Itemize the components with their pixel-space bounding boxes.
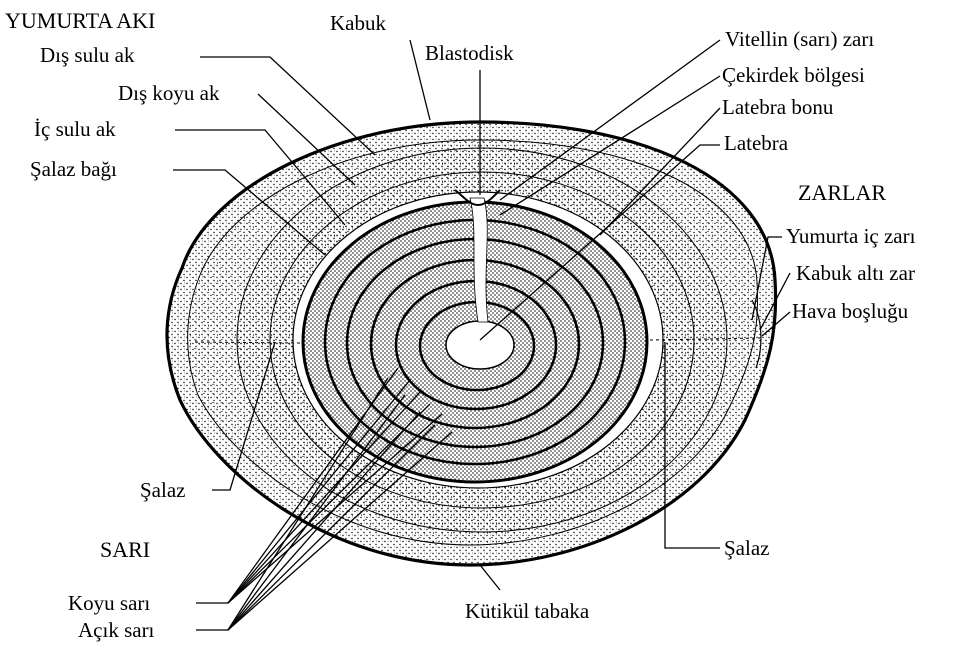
label-shell: Kabuk (330, 11, 386, 35)
latebra-region (446, 321, 514, 369)
heading-membranes: ZARLAR (798, 180, 886, 205)
label-chalaziferous-layer: Şalaz bağı (30, 157, 117, 181)
label-cuticle: Kütikül tabaka (465, 599, 590, 623)
label-air-cell: Hava boşluğu (792, 299, 909, 323)
leader-cuticle (480, 565, 500, 590)
label-inner-thin-white: İç sulu ak (34, 117, 116, 141)
label-inner-shell-membrane: Yumurta iç zarı (786, 224, 916, 248)
label-outer-shell-membrane: Kabuk altı zar (796, 261, 915, 285)
label-blastodisc: Blastodisk (425, 41, 514, 65)
label-latebra: Latebra (724, 131, 789, 155)
heading-egg-white: YUMURTA AKI (5, 8, 155, 33)
label-vitelline-membrane: Vitellin (sarı) zarı (725, 27, 874, 51)
label-light-yolk: Açık sarı (78, 618, 155, 642)
label-nucleus-region: Çekirdek bölgesi (722, 63, 865, 87)
heading-yolk: SARI (100, 537, 150, 562)
label-dark-yolk: Koyu sarı (68, 591, 150, 615)
egg-body (167, 122, 776, 565)
label-chalaza-right: Şalaz (724, 536, 769, 560)
label-latebra-neck: Latebra bonu (722, 95, 834, 119)
label-outer-thin-white: Dış sulu ak (40, 43, 135, 67)
label-outer-thick-white: Dış koyu ak (118, 81, 220, 105)
label-chalaza-left: Şalaz (140, 478, 185, 502)
